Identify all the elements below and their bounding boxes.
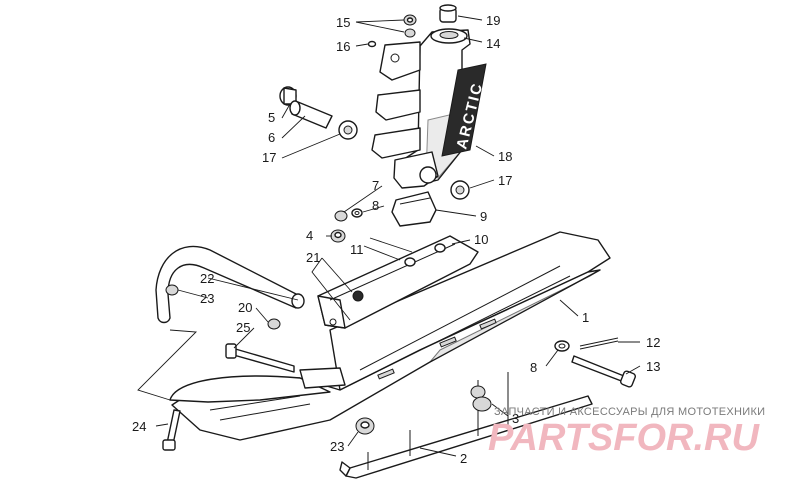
nut-23-lower-part	[355, 417, 375, 435]
ski-loop-handle-part	[155, 245, 305, 324]
callout-7: 7	[372, 178, 379, 193]
callout-11: 11	[350, 242, 364, 257]
nut-4-part	[330, 229, 346, 243]
callout-23-upper: 23	[200, 291, 214, 306]
callout-23-lower: 23	[330, 439, 344, 454]
callout-6: 6	[268, 130, 275, 145]
callout-18: 18	[498, 149, 512, 164]
callout-labels: 15 16 19 14 5 6 17 18 17 7 8 9 4 10 11 2…	[132, 13, 660, 466]
callout-13: 13	[646, 359, 660, 374]
callout-19: 19	[486, 13, 500, 28]
ski-part	[169, 231, 611, 441]
watermark-logo: PARTSFOR.RU	[488, 417, 760, 459]
bushing-17-right-part	[450, 180, 470, 200]
callout-20: 20	[238, 300, 252, 315]
callout-8-upper: 8	[372, 198, 379, 213]
callout-25: 25	[236, 320, 250, 335]
bumper-9-part	[391, 191, 437, 227]
bolt-25-part	[225, 343, 295, 373]
callout-9: 9	[480, 209, 487, 224]
callout-10: 10	[474, 232, 488, 247]
callout-4: 4	[306, 228, 313, 243]
callout-21: 21	[306, 250, 320, 265]
callout-24: 24	[132, 419, 146, 434]
callout-17-left: 17	[262, 150, 276, 165]
callout-15: 15	[336, 15, 350, 30]
callout-8-lower: 8	[530, 360, 537, 375]
callout-5: 5	[268, 110, 275, 125]
nut-7-part	[334, 210, 348, 222]
watermark-caption: ЗАПЧАСТИ И АКСЕССУАРЫ ДЛЯ МОТОТЕХНИКИ	[494, 406, 765, 418]
nut-20-part	[267, 318, 281, 330]
callout-2: 2	[460, 451, 467, 466]
callout-1: 1	[582, 310, 589, 325]
nut-16-part	[367, 40, 377, 48]
leader-lines	[137, 15, 641, 457]
bolt-24-part	[162, 409, 181, 451]
bushing-17-left-part	[338, 120, 358, 140]
washer-8-lower-part	[554, 340, 570, 352]
bolt-13-part	[571, 355, 636, 388]
callout-12: 12	[646, 335, 660, 350]
bushing-5-part	[279, 86, 297, 106]
wear-bar-part	[339, 372, 593, 479]
watermark: ЗАПЧАСТИ И АКСЕССУАРЫ ДЛЯ МОТОТЕХНИКИ PA…	[488, 406, 765, 459]
callout-22: 22	[200, 271, 214, 286]
washer-8-upper-part	[351, 208, 363, 218]
spindle-cap-part	[439, 4, 457, 23]
callout-17-right: 17	[498, 173, 512, 188]
sleeve-6-part	[289, 100, 333, 129]
callout-16: 16	[336, 39, 350, 54]
washer-15-parts	[403, 14, 417, 38]
callout-3: 3	[512, 411, 519, 426]
cotter-pin-12-part	[579, 337, 619, 350]
callout-14: 14	[486, 36, 500, 51]
